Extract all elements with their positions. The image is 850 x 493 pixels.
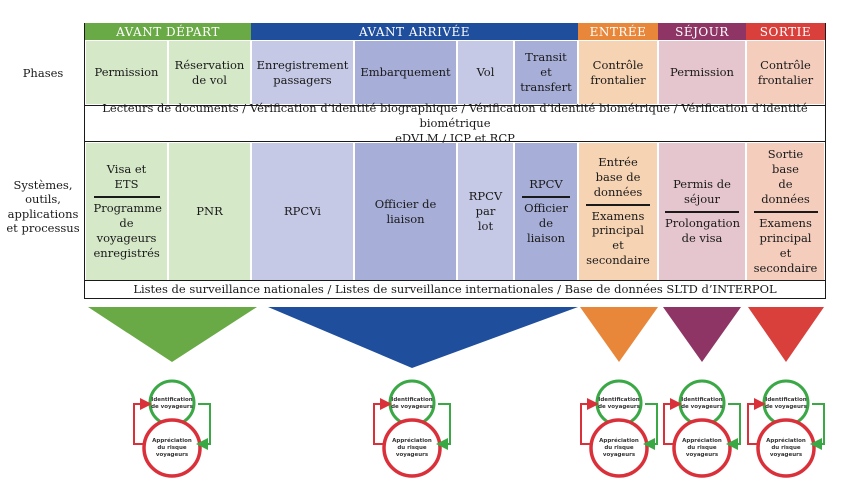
header-avant-arrivee: AVANT ARRIVÉE [251,23,578,40]
triangle-sortie [748,307,824,362]
left-loop-arrow [580,398,599,445]
right-loop-arrow [810,403,825,450]
systems-row-label: Systèmes, outils, applications et proces… [6,178,80,236]
triangle-entree [580,307,658,362]
documents-band-line: Lecteurs de documents / Vérification d’i… [102,101,808,131]
cycle-bottom-label: du risque [157,445,186,451]
right-loop-arrow [726,403,741,450]
cycle-bottom-label: Appréciation [599,437,639,444]
cycle-diagram: Identification de voyageurs Appréciation… [373,379,451,478]
cycle-top-label: de voyageurs [598,404,641,410]
cycle-bottom-label: Appréciation [392,437,432,444]
cycle-top-label: Identification [151,397,192,403]
cycle-bottom-label: du risque [687,445,716,451]
cycle-bottom-label: voyageurs [603,452,636,458]
left-loop-arrow [663,398,682,445]
left-loop-arrow [133,398,152,445]
cycle-diagram: Identification de voyageurs Appréciation… [663,379,741,478]
cycle-top-label: de voyageurs [681,404,724,410]
cycle-diagram: Identification de voyageurs Appréciation… [133,379,211,478]
cycle-top-label: Identification [598,397,639,403]
cycle-bottom-label: du risque [397,445,426,451]
funnel-triangles [88,307,824,368]
header-sortie: SORTIE [746,23,825,40]
cycle-top-label: Identification [681,397,722,403]
watchlists-band-text: Listes de surveillance nationales / List… [133,282,777,297]
documents-band-line: eDVLM / ICP et RCP [395,130,515,145]
triangle-avant-arrivee [268,307,578,368]
systems-label-line: et processus [6,221,80,236]
watchlists-band: Listes de surveillance nationales / List… [85,280,825,298]
cycle-top-label: Identification [765,397,806,403]
right-loop-arrow [643,403,658,450]
left-loop-arrow [373,398,392,445]
cycle-bottom-label: voyageurs [156,452,189,458]
cycle-bottom-label: voyageurs [770,452,803,458]
cycle-bottom-label: du risque [771,445,800,451]
header-sejour: SÉJOUR [658,23,746,40]
cycle-top-label: de voyageurs [151,404,194,410]
left-loop-arrow [747,398,766,445]
phase-permission-sejour: Permission [658,41,746,104]
cycle-bottom-label: voyageurs [396,452,429,458]
systems-label-line: Systèmes, [13,178,73,192]
header-entree: ENTRÉE [578,23,658,40]
cycle-top-label: de voyageurs [765,404,808,410]
cycle-top-label: de voyageurs [391,404,434,410]
phase-permission-depart: Permission [85,41,168,104]
cycle-bottom-label: Appréciation [682,437,722,444]
documents-band: Lecteurs de documents / Vérification d’i… [85,101,825,145]
cycle-top-label: Identification [391,397,432,403]
triangle-sejour [663,307,741,362]
systems-label-line: outils, [25,192,61,207]
phase-embarquement: Embarquement [354,41,457,104]
cycle-bottom-label: voyageurs [686,452,719,458]
right-loop-arrow [196,403,211,450]
system-pnr: PNR [168,143,251,280]
header-avant-depart: AVANT DÉPART [85,23,251,40]
cycle-diagram: Identification de voyageurs Appréciation… [747,379,825,478]
systems-label-line: applications [7,206,79,221]
cycle-bottom-label: Appréciation [766,437,806,444]
system-rpcvi: RPCVi [251,143,354,280]
phase-vol: Vol [457,41,514,104]
cycle-bottom-label: Appréciation [152,437,192,444]
phases-row-label: Phases [22,66,64,80]
cycle-bottom-label: du risque [604,445,633,451]
cycle-diagram: Identification de voyageurs Appréciation… [580,379,658,478]
triangle-avant-depart [88,307,257,362]
right-loop-arrow [436,403,451,450]
